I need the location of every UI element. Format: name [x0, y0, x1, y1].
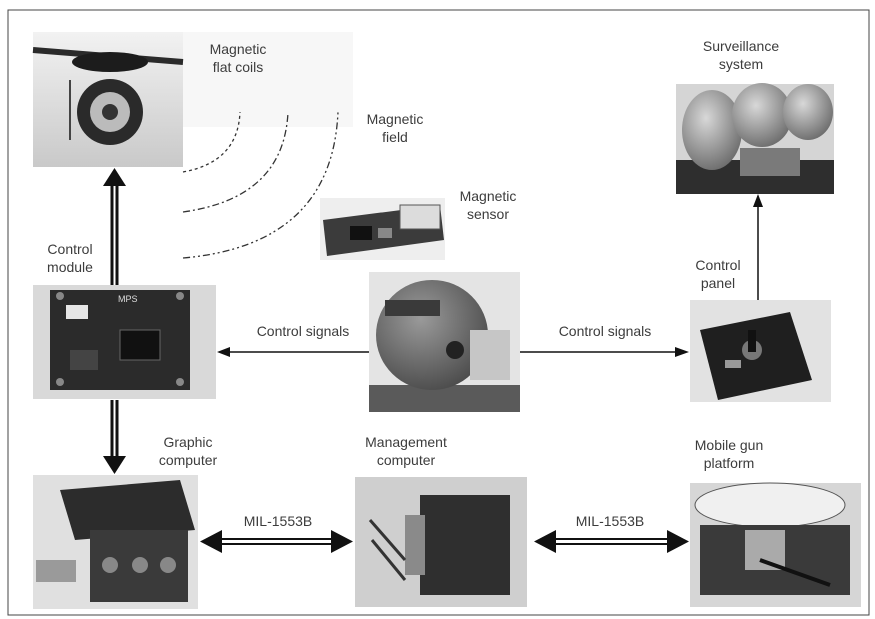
arrow-control-signals-left	[217, 347, 369, 357]
arrow-mil1553b-right	[534, 530, 689, 553]
label-mobile-gun-platform: Mobile gun platform	[694, 437, 764, 471]
label-mil1553b-left: MIL-1553B	[243, 513, 313, 529]
label-mil1553b-right: MIL-1553B	[575, 513, 645, 529]
arrow-control-to-graphic	[103, 400, 126, 474]
joystick-control-panel-photo	[690, 300, 831, 402]
label-graphic-computer: Graphic computer	[158, 434, 218, 468]
magnetic-coils-photo	[32, 32, 353, 167]
label-magnetic-flat-coils: Magnetic flat coils	[209, 41, 267, 75]
arrow-mil1553b-left	[200, 530, 353, 553]
control-module-board-photo: MPS	[33, 285, 216, 399]
arrow-control-to-coils	[103, 168, 126, 285]
arrow-control-signals-right	[520, 347, 689, 357]
label-control-signals-left: Control signals	[256, 323, 350, 339]
mobile-gun-platform-photo	[690, 482, 861, 607]
svg-text:MPS: MPS	[118, 294, 138, 304]
arrow-panel-to-surveillance	[753, 194, 763, 300]
label-magnetic-field: Magnetic field	[366, 111, 424, 145]
label-magnetic-sensor: Magnetic sensor	[459, 188, 517, 222]
surveillance-camera-photo	[676, 83, 834, 194]
diagram-frame	[7, 9, 870, 616]
label-control-panel: Control panel	[695, 257, 741, 291]
label-control-module: Control module	[47, 241, 93, 275]
label-surveillance-system: Surveillance system	[702, 38, 780, 72]
label-control-signals-right: Control signals	[558, 323, 652, 339]
graphic-computer-photo	[33, 475, 198, 609]
pilot-helmet-photo	[369, 272, 520, 412]
magnetic-field-lines	[182, 111, 339, 259]
label-management-computer: Management computer	[365, 434, 447, 468]
management-computer-photo	[355, 477, 527, 607]
magnetic-sensor-photo	[320, 198, 445, 260]
